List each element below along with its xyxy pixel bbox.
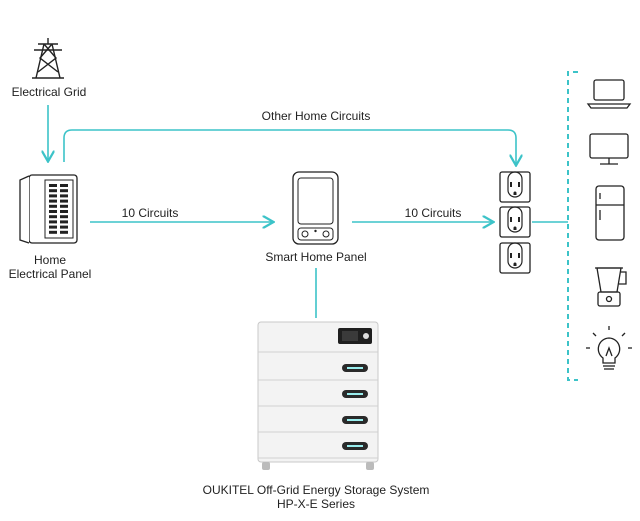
breaker-switch — [49, 230, 57, 234]
breaker-switch — [49, 194, 57, 198]
battery-module-indicator — [347, 419, 363, 421]
other-circuits-connector — [63, 129, 516, 164]
battery-module-indicator — [347, 367, 363, 369]
storage-label-line1: OUKITEL Off-Grid Energy Storage System — [202, 483, 430, 497]
transmission-tower-icon — [32, 38, 64, 79]
laptop-icon — [586, 79, 632, 109]
circuits-right-label: 10 Circuits — [404, 206, 462, 220]
blender-icon — [595, 267, 627, 307]
outlet-icon — [499, 171, 531, 203]
home-panel-label-line2: Electrical Panel — [8, 267, 92, 281]
appliance-bracket — [567, 71, 578, 381]
energy-storage-cabinet — [257, 321, 379, 470]
refrigerator-icon — [595, 185, 625, 241]
breaker-switch — [49, 204, 57, 208]
home-electrical-panel-icon — [19, 174, 78, 244]
lightbulb-icon — [586, 326, 632, 370]
storage-label-line2: HP-X-E Series — [276, 497, 356, 511]
breaker-switch — [60, 210, 68, 213]
breaker-switch — [60, 199, 68, 203]
battery-module-indicator — [347, 393, 363, 395]
breaker-switch — [60, 184, 68, 187]
grid-label: Electrical Grid — [11, 85, 87, 99]
home-panel-label-line1: Home — [33, 253, 67, 267]
breaker-switch — [49, 199, 57, 203]
breaker-switch — [49, 184, 57, 187]
smart-panel-label: Smart Home Panel — [265, 250, 367, 264]
battery-module-indicator — [347, 445, 363, 447]
breaker-switch — [49, 220, 57, 224]
monitor-icon — [589, 133, 629, 165]
breaker-switch — [60, 204, 68, 208]
circuits-left-label: 10 Circuits — [121, 206, 179, 220]
other-circuits-label: Other Home Circuits — [261, 109, 371, 123]
smart-home-panel-icon — [292, 171, 339, 245]
breaker-switch — [49, 215, 57, 219]
breaker-switch — [49, 225, 57, 229]
breaker-switch — [60, 220, 68, 224]
breaker-switch — [60, 194, 68, 198]
breaker-switch — [49, 189, 57, 193]
outlet-icon — [499, 206, 531, 238]
breaker-switch — [60, 215, 68, 219]
outlet-icon — [499, 242, 531, 274]
breaker-switch — [60, 230, 68, 234]
breaker-switch — [49, 210, 57, 213]
breaker-switch — [60, 225, 68, 229]
breaker-switch — [60, 189, 68, 193]
